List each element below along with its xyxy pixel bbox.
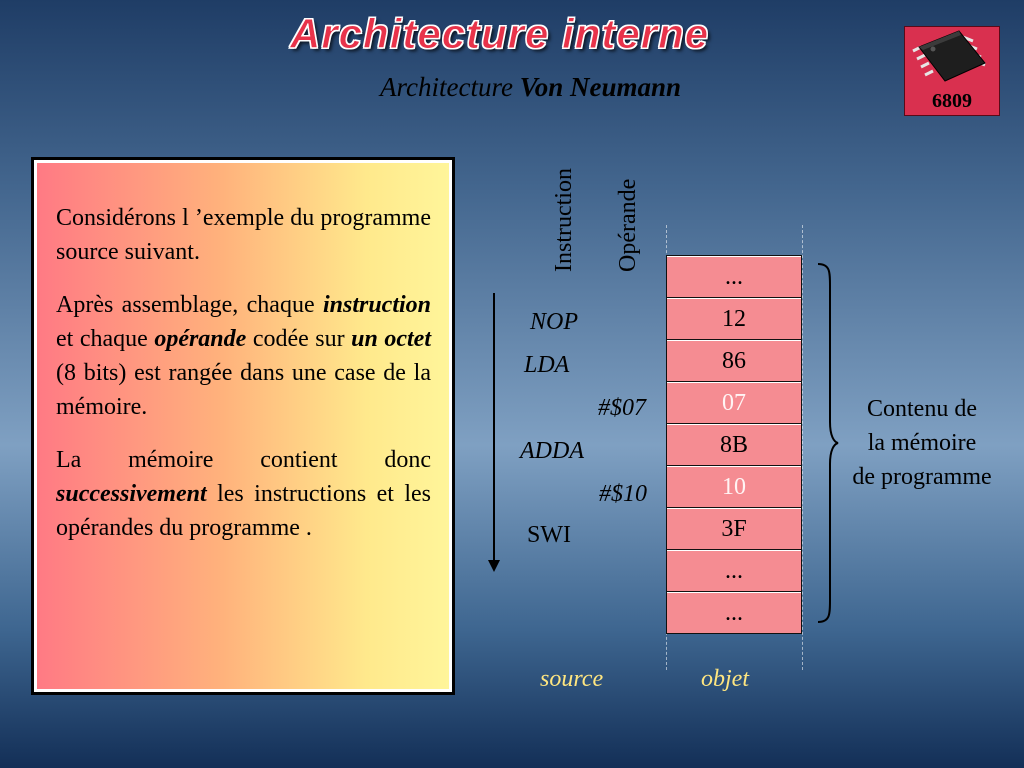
memory-cell: 86 xyxy=(666,340,802,382)
memory-cell: ... xyxy=(666,256,802,298)
objet-axis-label: objet xyxy=(701,666,749,692)
p2-text-1: Après assemblage, chaque xyxy=(56,292,315,318)
source-instruction: SWI xyxy=(527,522,571,548)
header-instruction: Instruction xyxy=(551,168,577,272)
source-instruction: ADDA xyxy=(520,438,584,464)
p2-un-octet: un octet xyxy=(351,326,432,352)
memory-cell: ... xyxy=(666,592,802,634)
memory-description-line-2: la mémoire xyxy=(867,430,977,456)
header-operande: Opérande xyxy=(615,178,641,272)
chip-logo: 6809 xyxy=(904,26,1000,116)
p2-text-3: et chaque xyxy=(56,326,148,352)
source-instruction: NOP xyxy=(530,309,578,335)
source-operand: #$07 xyxy=(598,395,646,421)
slide-title: Architecture interne xyxy=(289,10,710,58)
memory-cell: ... xyxy=(666,550,802,592)
p3-text-1: La mémoire contient donc xyxy=(56,447,431,473)
p3-text-3: les instructions et les opérandes du pro… xyxy=(56,481,432,541)
memory-cell: 07 xyxy=(666,382,802,424)
right-brace-icon xyxy=(817,263,839,623)
chip-label: 6809 xyxy=(932,90,972,112)
memory-description-line-1: Contenu de xyxy=(867,396,977,422)
explanation-box: Considérons l ’exemple du programme sour… xyxy=(31,157,455,695)
paragraph-1: Considérons l ’exemple du programme sour… xyxy=(56,205,431,265)
order-arrow-line xyxy=(493,293,495,565)
explanation-box-inner: Considérons l ’exemple du programme sour… xyxy=(33,159,453,693)
memory-description: Contenu de la mémoire de programme xyxy=(836,392,1008,494)
chip-icon xyxy=(912,30,986,82)
order-arrow-down-icon xyxy=(488,560,500,572)
source-axis-label: source xyxy=(540,666,604,692)
source-operand: #$10 xyxy=(599,481,647,507)
memory-cell: 8B xyxy=(666,424,802,466)
memory-cell: 10 xyxy=(666,466,802,508)
p2-operande: opérande xyxy=(154,326,247,352)
p2-text-7: (8 bits) est rangée dans une case de la … xyxy=(56,360,431,420)
subtitle-prefix: Architecture xyxy=(380,72,513,102)
source-instruction: LDA xyxy=(524,352,570,378)
memory-description-line-3: de programme xyxy=(852,464,992,490)
paragraph-3: La mémoire contient donc successivement … xyxy=(56,443,431,545)
subtitle-bold: Von Neumann xyxy=(519,72,682,102)
slide-subtitle: Architecture Von Neumann xyxy=(380,72,681,103)
grid-line-right xyxy=(802,225,803,670)
memory-cell: 3F xyxy=(666,508,802,550)
memory-cell: 12 xyxy=(666,298,802,340)
paragraph-2: Après assemblage, chaque instruction et … xyxy=(56,288,431,424)
p2-instruction: instruction xyxy=(322,292,432,318)
p2-text-5: codée sur xyxy=(252,326,345,352)
p3-successivement: successivement xyxy=(56,481,207,507)
